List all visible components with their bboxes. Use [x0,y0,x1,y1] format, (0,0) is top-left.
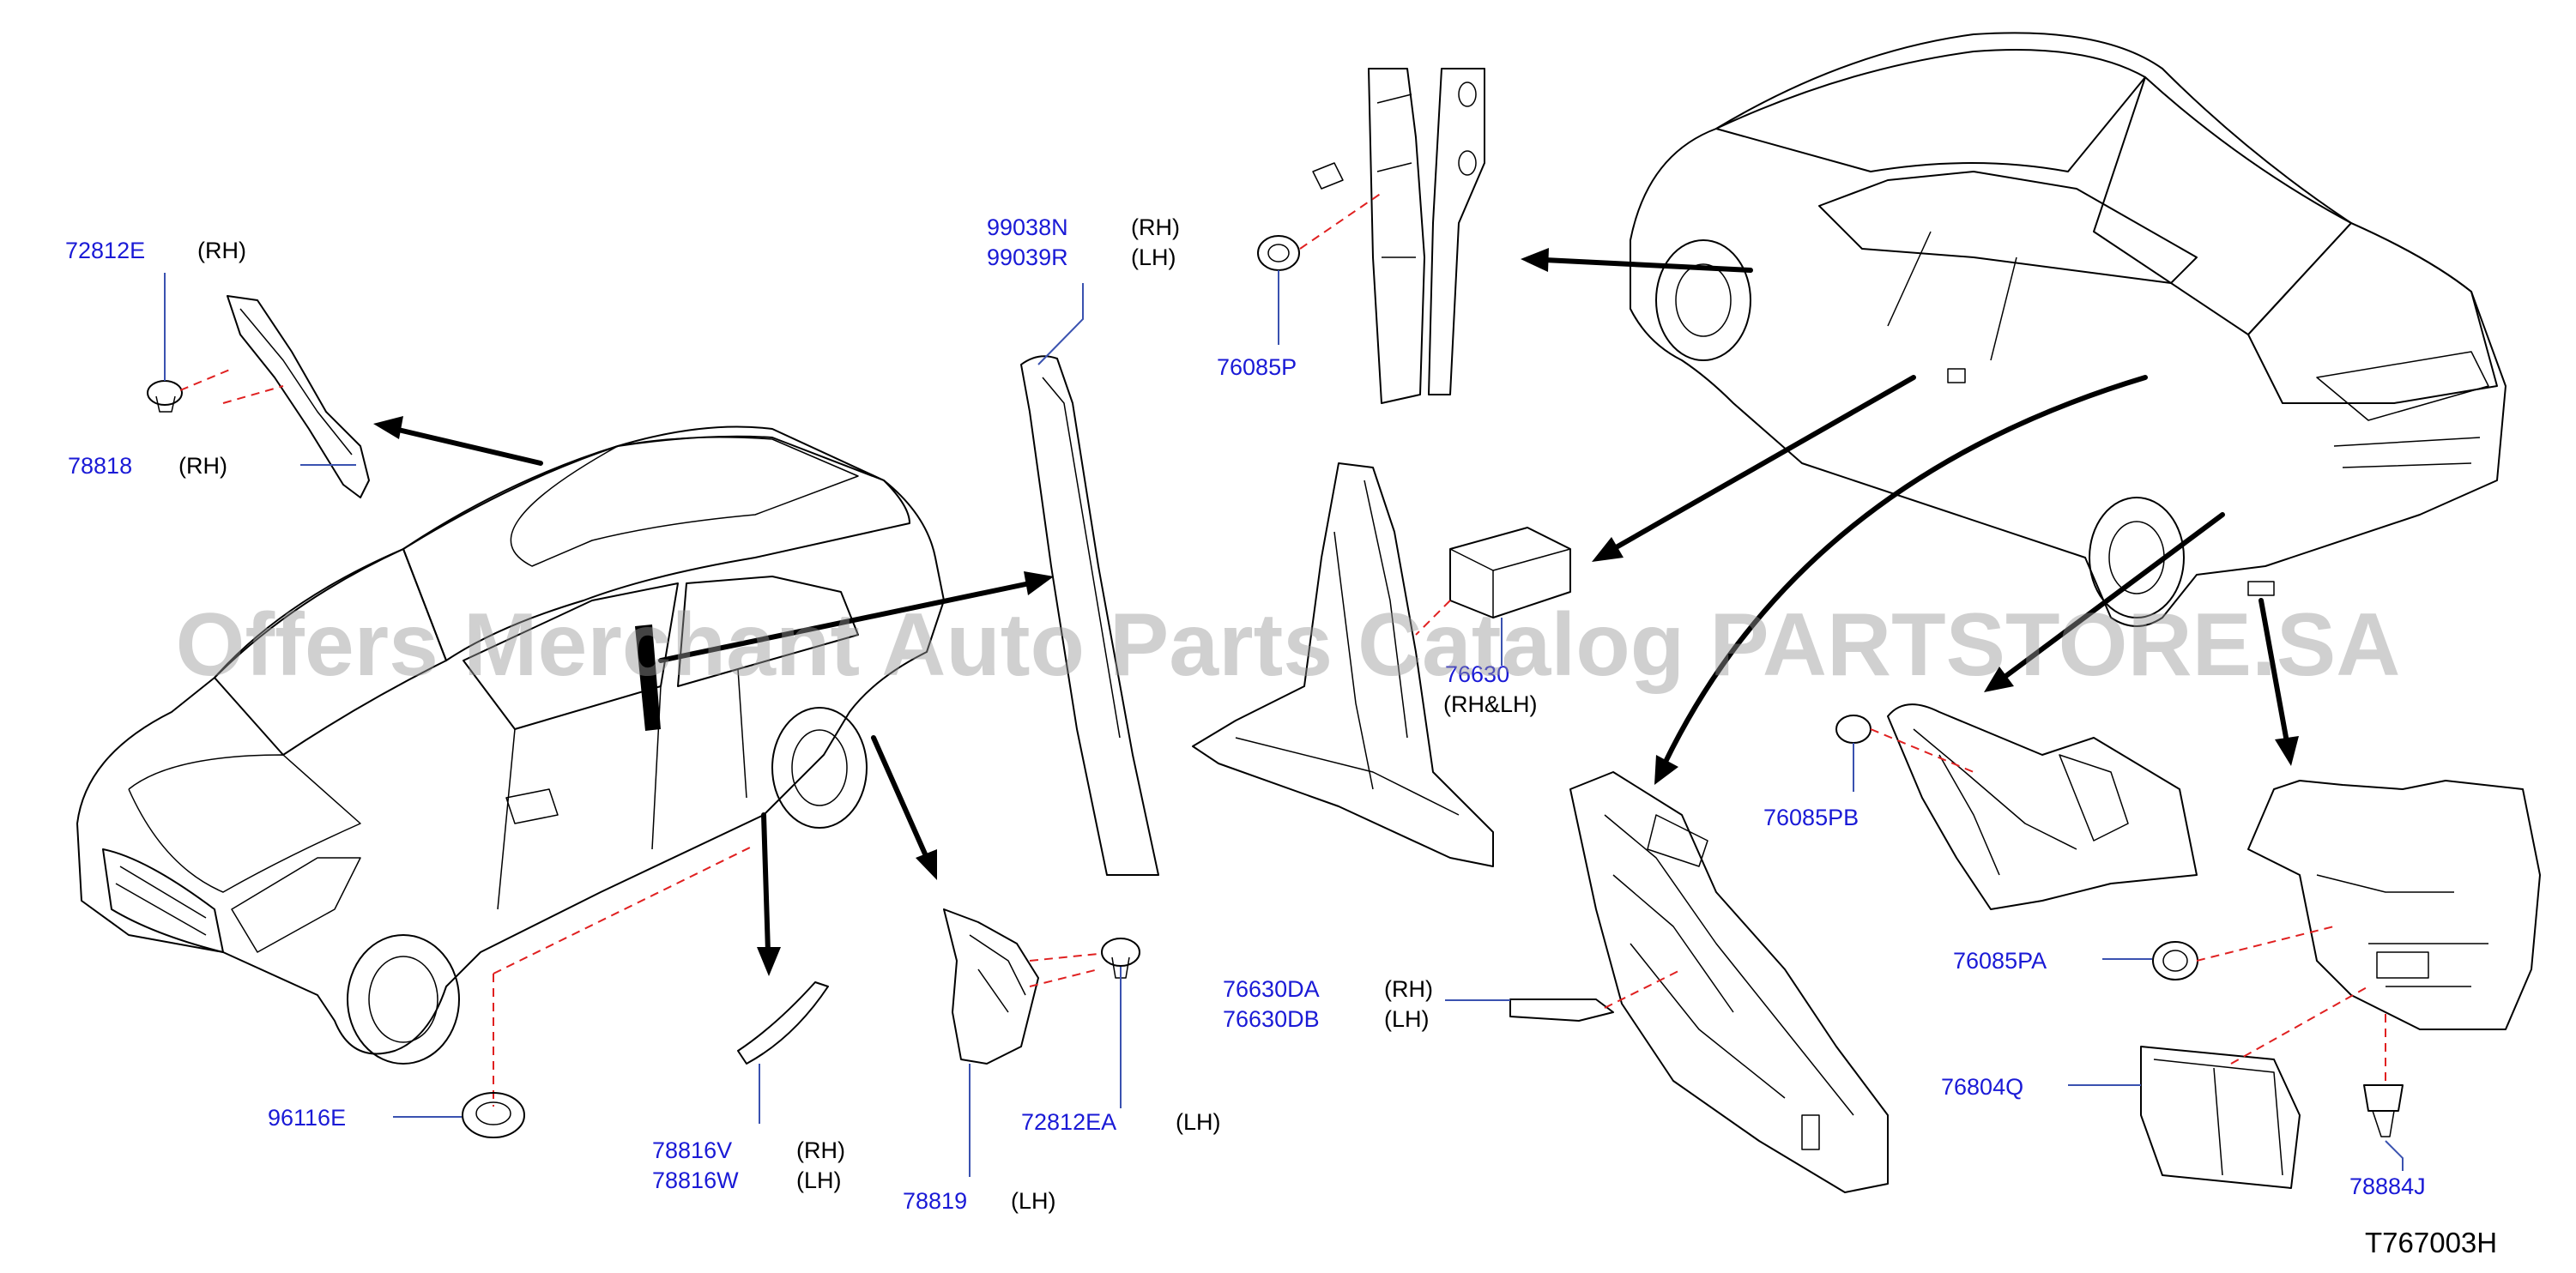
side-label-76630DB: (LH) [1384,1006,1430,1032]
side-label-99038N: (RH) [1131,214,1180,240]
part-number-76085PA[interactable]: 76085PA [1953,948,2047,974]
part-number-78818[interactable]: 78818 [68,453,133,479]
side-label-72812EA: (LH) [1176,1109,1221,1135]
part-number-76085P[interactable]: 76085P [1217,354,1297,380]
side-label-78819: (LH) [1011,1188,1056,1214]
part-number-76085PB[interactable]: 76085PB [1763,805,1859,830]
part-number-99038N[interactable]: 99038N [987,214,1068,240]
part-number-72812E[interactable]: 72812E [65,238,146,263]
splash-guard-lh [943,908,1140,1065]
rocker-grommet [462,1092,525,1138]
part-number-76630DB[interactable]: 76630DB [1223,1006,1320,1032]
pillar-trim-strip [1020,355,1159,876]
side-label-76630: (RH&LH) [1443,691,1538,717]
rocker-clip-row [493,844,756,1107]
part-number-96116E[interactable]: 96116E [268,1105,347,1131]
leader-lines [164,270,2404,1177]
side-label-99039R: (LH) [1131,244,1176,270]
part-number-76630[interactable]: 76630 [1445,661,1510,687]
rear-lower-panel [2140,780,2541,1189]
side-label-78816V: (RH) [796,1137,845,1163]
part-number-78819[interactable]: 78819 [903,1188,968,1214]
part-number-99039R[interactable]: 99039R [987,244,1068,270]
center-pillar-panel [1192,462,1571,867]
part-number-78884J[interactable]: 78884J [2349,1173,2426,1199]
side-label-78816W: (LH) [796,1167,842,1193]
part-number-76804Q[interactable]: 76804Q [1941,1074,2024,1100]
quarter-inner-panel [1509,771,1889,1193]
rear-bracket-panel [1835,703,2198,910]
sedan-rear-view [1630,32,2506,627]
part-number-72812EA[interactable]: 72812EA [1021,1109,1117,1135]
pillar-section-top [1257,68,1485,404]
side-label-76630DA: (RH) [1384,976,1433,1002]
part-number-78816W[interactable]: 78816W [652,1167,739,1193]
side-label-72812E: (RH) [197,238,246,263]
sedan-front-view [76,425,945,1107]
part-number-78816V[interactable]: 78816V [652,1137,733,1163]
splash-guard-rh [147,295,370,498]
pointer-arrows [373,248,2299,976]
wheel-arch-moulding [737,981,829,1065]
diagram-code: T767003H [2365,1227,2498,1258]
part-number-76630DA[interactable]: 76630DA [1223,976,1320,1002]
side-label-78818: (RH) [178,453,227,479]
